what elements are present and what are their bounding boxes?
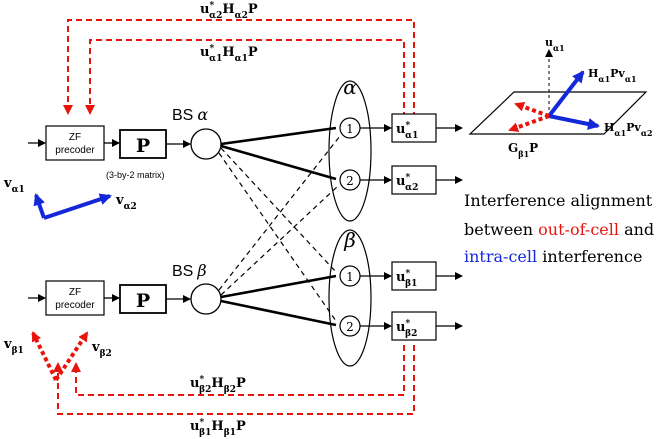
feedback-label-beta1: u*β1Hβ1P	[190, 418, 246, 438]
receiver-label-alpha1: u*α1	[396, 121, 418, 141]
receiver-box-beta1	[391, 261, 437, 291]
hpv-alpha1-arrow	[547, 70, 585, 118]
hpv-alpha2-arrow	[548, 114, 600, 130]
feedback-label-alpha1: u*α1Hα1P	[200, 44, 258, 64]
g-beta1-arrow-a	[514, 102, 550, 118]
v-beta2-arrow	[54, 331, 89, 382]
u-alpha1-axis-label: uα1	[545, 36, 565, 53]
feedback-label-alpha2: u*α2Hα2P	[200, 1, 258, 21]
zf-precoder-alpha	[45, 125, 105, 161]
zf-precoder-beta-line2: precoder	[55, 300, 95, 311]
direct-links	[220, 126, 337, 327]
bs-beta-node	[190, 283, 222, 315]
receiver-label-beta2: u*β2	[396, 319, 417, 339]
zf-precoder-alpha-line1: ZF	[69, 132, 81, 143]
link-bs-alpha-to-alpha2	[220, 144, 337, 181]
feedback-label-beta2: u*β2Hβ2P	[190, 375, 246, 395]
v-alpha1-label: vα1	[3, 176, 25, 195]
feedback-loop-alpha1	[85, 39, 405, 118]
cross-link-alpha-to-beta2	[218, 152, 337, 322]
user-node-alpha1-label: 1	[346, 122, 354, 136]
interference-plane	[468, 91, 648, 135]
p-matrix-label-alpha: P	[136, 135, 150, 157]
cluster-alpha-label: α	[343, 75, 357, 99]
feedback-loops	[53, 19, 415, 415]
link-bs-alpha-to-alpha1	[220, 126, 337, 146]
cross-links	[218, 135, 341, 322]
v-alpha1-arrow	[33, 193, 46, 219]
v-beta1-label: vβ1	[3, 337, 24, 356]
feedback-loop-beta2	[71, 345, 405, 396]
hpv-alpha2-label: Hα1Pvα2	[604, 121, 653, 138]
zf-precoder-beta	[45, 280, 105, 316]
cross-link-alpha-to-beta1	[220, 147, 337, 273]
hpv-alpha1-label: Hα1Pvα1	[588, 67, 637, 84]
feedback-loop-beta1	[53, 345, 415, 415]
receiver-label-beta1: u*β1	[396, 269, 417, 289]
cross-link-beta-to-alpha1	[218, 135, 341, 291]
caption-line2: between out-of-cell and	[464, 220, 654, 239]
v-beta2-label: vβ2	[91, 340, 112, 359]
link-bs-beta-to-beta1	[220, 274, 337, 299]
v-beta-vectors	[31, 331, 89, 382]
g-beta1-label: Gβ1P	[508, 141, 538, 159]
caption-line3: intra-cell interference	[464, 247, 642, 266]
caption-line1: Interference alignment	[464, 191, 653, 210]
v-alpha-vectors	[33, 193, 112, 220]
user-node-beta1-label: 1	[346, 270, 354, 284]
v-alpha2-label: vα2	[115, 193, 137, 212]
bs-alpha-node	[190, 128, 222, 160]
zf-precoder-alpha-line2: precoder	[55, 145, 95, 156]
v-alpha2-arrow	[43, 193, 112, 220]
receiver-label-alpha2: u*α2	[396, 173, 418, 193]
user-nodes: 1 2 1 2	[339, 117, 361, 337]
zf-precoder-beta-line1: ZF	[69, 287, 81, 298]
cluster-beta-label: β	[343, 228, 356, 252]
matrix-note: (3-by-2 matrix)	[106, 170, 165, 180]
user-node-beta2-label: 2	[346, 320, 354, 334]
receiver-output-arrows	[436, 124, 463, 330]
feedback-loop-alpha2	[63, 19, 415, 118]
g-beta1-arrow-b	[508, 114, 550, 133]
link-bs-beta-to-beta2	[220, 299, 337, 327]
receiver-input-arrows	[360, 124, 392, 330]
cluster-alpha-ellipse	[328, 80, 372, 222]
p-matrix-label-beta: P	[136, 290, 150, 312]
receiver-filters: u*α1 u*α2 u*β1 u*β2	[391, 113, 437, 341]
v-beta1-arrow	[31, 331, 58, 381]
user-node-alpha2-label: 2	[346, 174, 354, 188]
cluster-beta-ellipse	[328, 229, 372, 367]
